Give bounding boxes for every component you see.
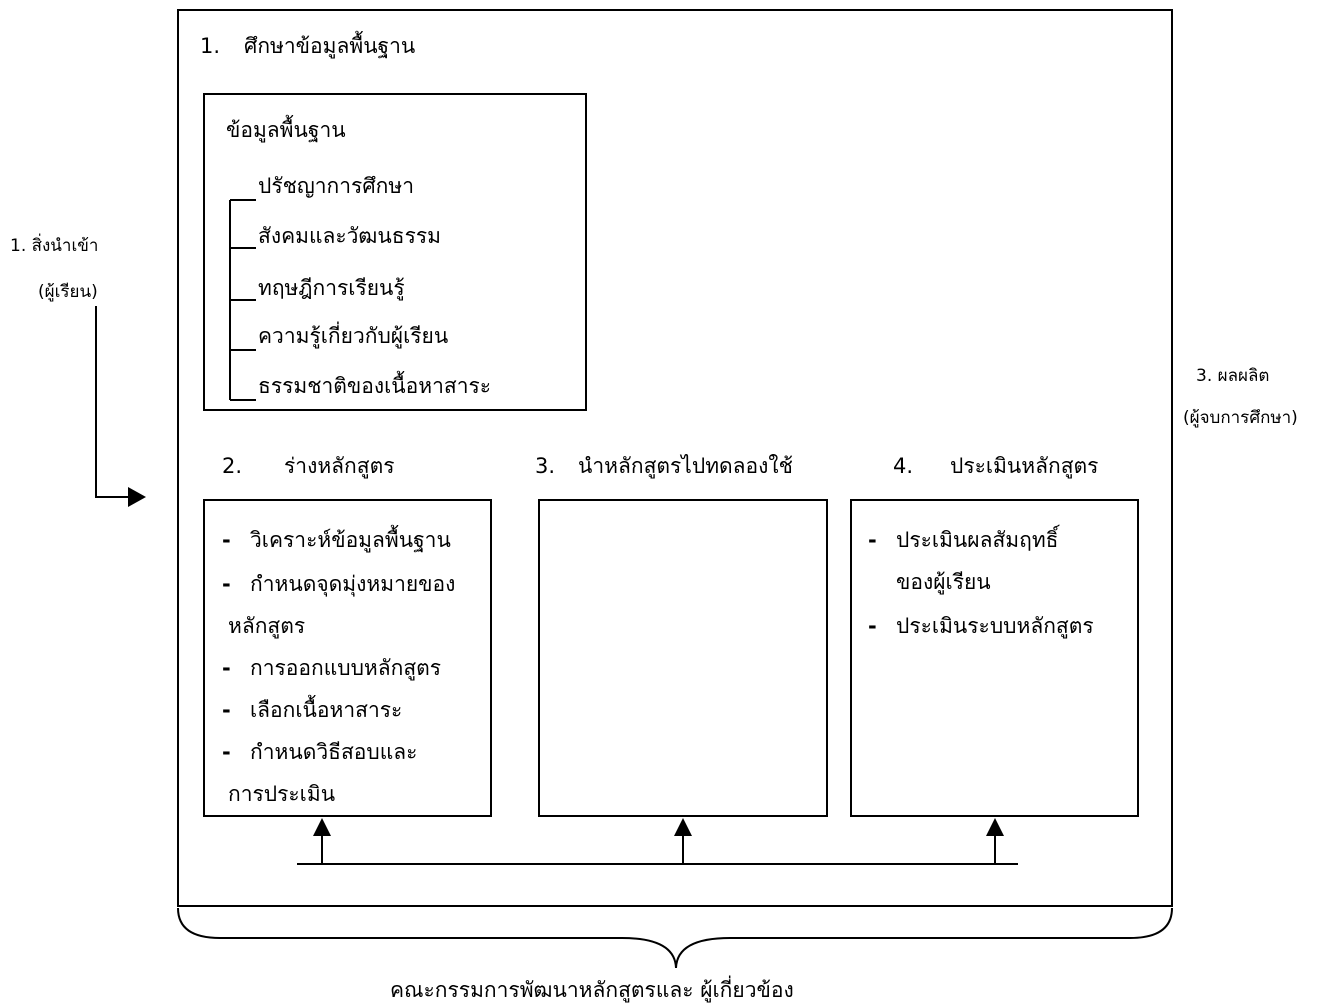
step2-item: -วิเคราะห์ข้อมูลพื้นฐาน — [222, 528, 451, 552]
input-sublabel: (ผู้เรียน) — [38, 282, 98, 302]
brace — [177, 907, 1173, 969]
basic-data-item: ความรู้เกี่ยวกับผู้เรียน — [258, 324, 449, 348]
input-label: 1. สิ่งนำเข้า — [10, 236, 99, 256]
output-sublabel: (ผู้จบการศึกษา) — [1183, 408, 1298, 428]
step1-number: 1. — [200, 34, 221, 58]
step2-item: -กำหนดวิธีสอบและ — [222, 740, 418, 764]
step3-number: 3. — [535, 454, 556, 478]
step4-title: ประเมินหลักสูตร — [950, 454, 1099, 478]
output-label: 3. ผลผลิต — [1196, 366, 1270, 386]
step4-box — [850, 499, 1139, 817]
basic-data-title: ข้อมูลพื้นฐาน — [226, 118, 346, 142]
step2-item-cont: หลักสูตร — [228, 614, 306, 638]
step2-number: 2. — [222, 454, 243, 478]
step2-title: ร่างหลักสูตร — [284, 454, 395, 478]
step2-item: -การออกแบบหลักสูตร — [222, 656, 442, 680]
basic-data-item: ธรรมชาติของเนื้อหาสาระ — [258, 374, 492, 398]
feedback-arrow-4 — [986, 818, 1004, 836]
step1-title: ศึกษาข้อมูลพื้นฐาน — [244, 34, 416, 58]
step2-item-cont: การประเมิน — [228, 782, 336, 806]
basic-data-box — [203, 93, 587, 411]
basic-data-item: สังคมและวัฒนธรรม — [258, 224, 441, 248]
input-arrow-head — [128, 487, 146, 507]
input-arrow-line — [95, 306, 130, 498]
basic-data-item: ปรัชญาการศึกษา — [258, 174, 415, 198]
basic-data-item: ทฤษฎีการเรียนรู้ — [258, 276, 405, 300]
feedback-arrow-2 — [313, 818, 331, 836]
step3-title: นำหลักสูตรไปทดลองใช้ — [578, 454, 793, 478]
feedback-arrow-3 — [674, 818, 692, 836]
step4-item: -ประเมินผลสัมฤทธิ์ — [868, 528, 1059, 552]
outer-frame — [177, 9, 1173, 907]
step2-item: -เลือกเนื้อหาสาระ — [222, 698, 403, 722]
step4-number: 4. — [893, 454, 914, 478]
step2-box — [203, 499, 492, 817]
committee-label: คณะกรรมการพัฒนาหลักสูตรและ ผู้เกี่ยวข้อง — [390, 978, 794, 1002]
step4-item: -ประเมินระบบหลักสูตร — [868, 614, 1094, 638]
step2-item: -กำหนดจุดมุ่งหมายของ — [222, 572, 456, 596]
step3-box — [538, 499, 828, 817]
step4-item-cont: ของผู้เรียน — [896, 570, 991, 594]
